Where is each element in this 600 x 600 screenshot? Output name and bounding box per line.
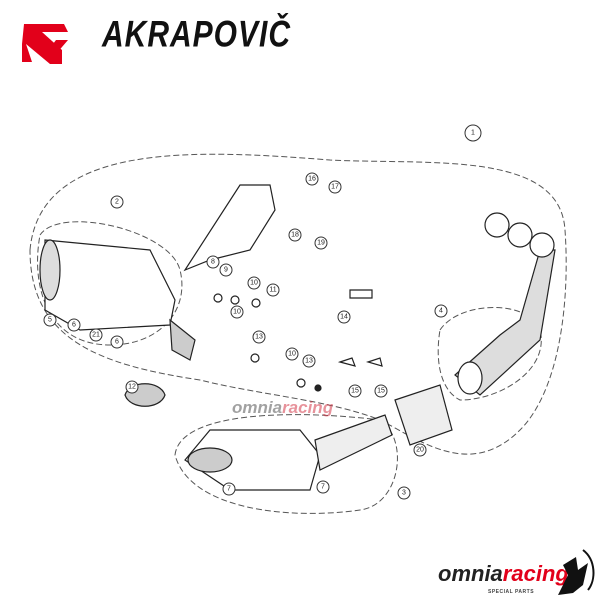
svg-text:21: 21	[92, 332, 100, 339]
callout: 6	[110, 335, 124, 349]
callout: 15	[374, 384, 388, 398]
bracket	[183, 184, 276, 272]
callout: 2	[110, 195, 124, 209]
callout: 12	[125, 380, 139, 394]
svg-text:3: 3	[402, 490, 406, 497]
svg-text:5: 5	[48, 317, 52, 324]
svg-text:1: 1	[471, 130, 475, 137]
callout: 20	[413, 443, 427, 457]
callout: 19	[314, 236, 328, 250]
brand-name: AKRAPOVIČ	[102, 14, 292, 56]
callout: 13	[252, 330, 266, 344]
callout: 14	[337, 310, 351, 324]
callout: 7	[222, 482, 236, 496]
svg-text:2: 2	[115, 199, 119, 206]
callout: 6	[67, 318, 81, 332]
omniaracing-logo: omniaracing SPECIAL PARTS	[430, 545, 600, 600]
callout: 8	[206, 255, 220, 269]
callout: 11	[266, 283, 280, 297]
callout: 10	[285, 347, 299, 361]
callout: 9	[219, 263, 233, 277]
svg-text:11: 11	[269, 287, 276, 294]
svg-text:4: 4	[439, 308, 443, 315]
callout: 3	[397, 486, 411, 500]
svg-text:13: 13	[305, 358, 313, 365]
svg-text:10: 10	[233, 309, 241, 316]
svg-text:13: 13	[255, 334, 263, 341]
callout: 5	[43, 313, 57, 327]
svg-text:9: 9	[224, 267, 228, 274]
callout: 17	[328, 180, 342, 194]
parts	[39, 184, 556, 491]
callout: 4	[434, 304, 448, 318]
part-callouts: 1 2 3 4 5 6 6 7 7 8 9 10 10 10 11 12 13 …	[43, 124, 482, 500]
svg-text:14: 14	[340, 314, 348, 321]
svg-text:12: 12	[128, 384, 136, 391]
svg-text:15: 15	[351, 388, 359, 395]
svg-text:10: 10	[288, 351, 296, 358]
tagline: SPECIAL PARTS	[488, 589, 535, 595]
watermark: omniaracing	[232, 398, 334, 417]
svg-text:15: 15	[377, 388, 385, 395]
callout: 10	[230, 305, 244, 319]
svg-text:17: 17	[331, 184, 339, 191]
svg-text:7: 7	[227, 486, 231, 493]
svg-text:8: 8	[211, 259, 215, 266]
callout: 18	[288, 228, 302, 242]
svg-text:20: 20	[416, 447, 424, 454]
svg-text:10: 10	[250, 280, 258, 287]
link-pipe	[394, 384, 453, 446]
callout: 13	[302, 354, 316, 368]
callout: 15	[348, 384, 362, 398]
griffin-icon	[558, 549, 595, 595]
akrapovic-logo: AKRAPOVIČ	[20, 14, 290, 68]
svg-text:7: 7	[321, 484, 325, 491]
svg-text:6: 6	[115, 339, 119, 346]
svg-text:18: 18	[291, 232, 299, 239]
callout: 1	[464, 124, 482, 142]
callout: 16	[305, 172, 319, 186]
callout: 21	[89, 328, 103, 342]
callout: 7	[316, 480, 330, 494]
left-silencer	[44, 239, 176, 331]
callout: 10	[247, 276, 261, 290]
svg-text:19: 19	[317, 240, 325, 247]
svg-text:6: 6	[72, 322, 76, 329]
akrapovic-emblem-icon	[22, 24, 68, 64]
svg-text:16: 16	[308, 176, 316, 183]
